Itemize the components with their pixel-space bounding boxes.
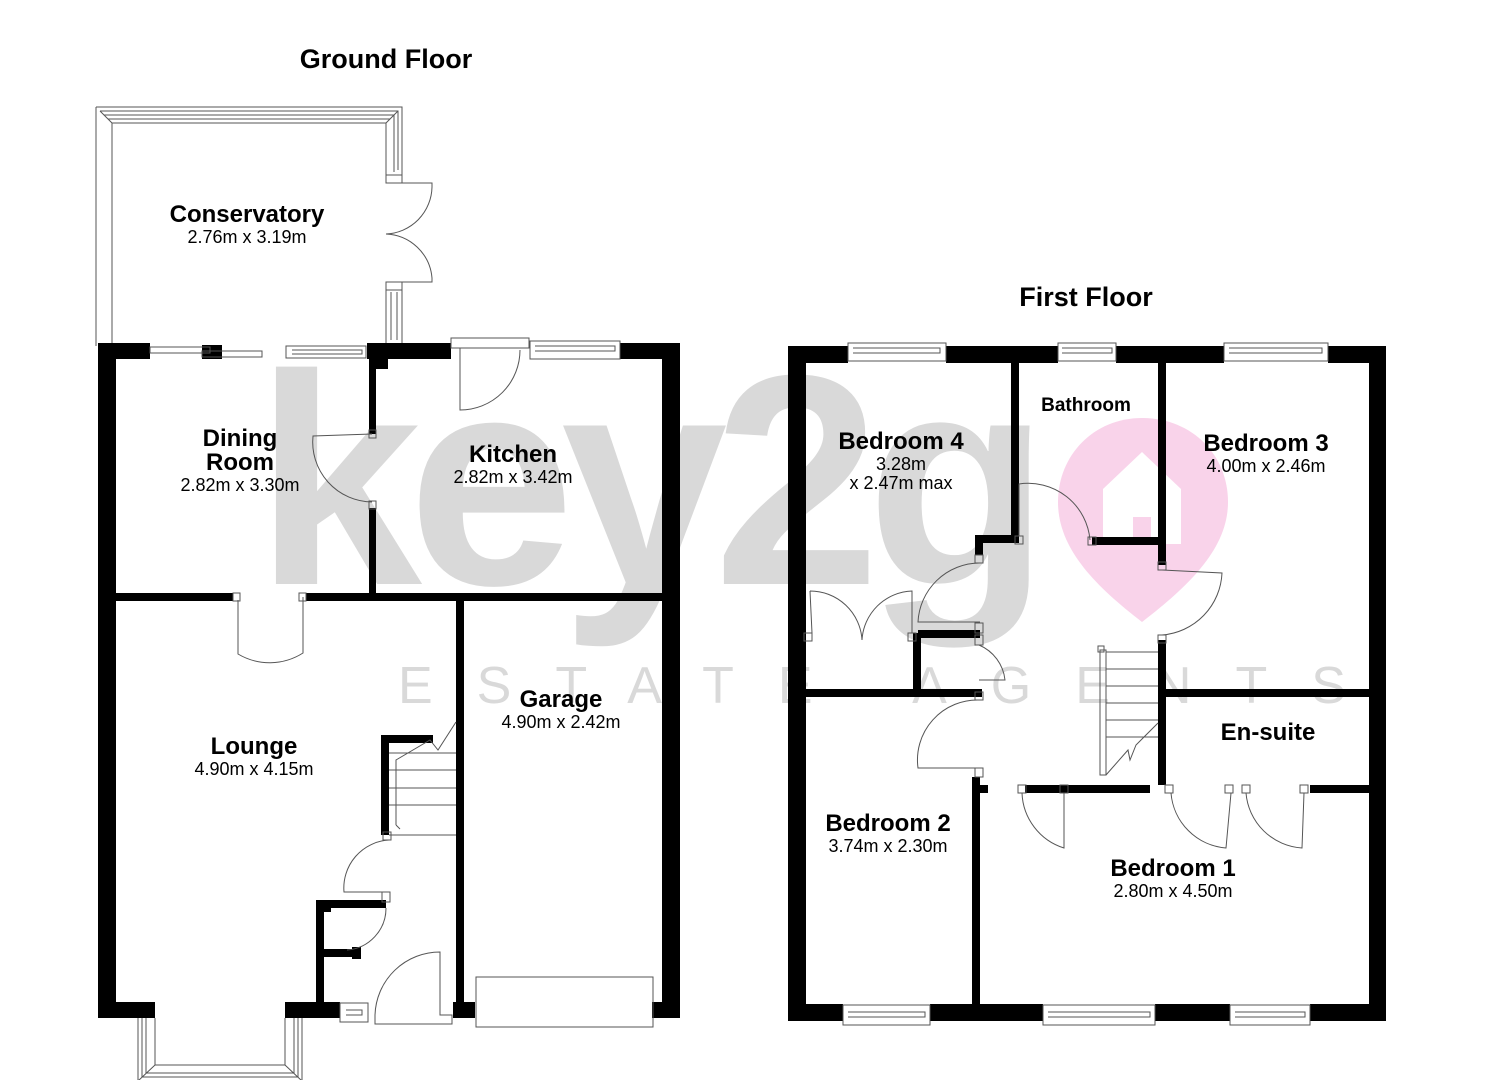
- ground-floor-plan: [95, 106, 680, 1080]
- ground-floor-title: Ground Floor: [299, 44, 473, 74]
- room-name: Bedroom 2: [825, 810, 951, 837]
- room-name: En-suite: [1220, 719, 1316, 746]
- room-name: Bedroom 4: [838, 428, 964, 455]
- room-bedroom-1: Bedroom 1 2.80m x 4.50m: [1110, 855, 1236, 901]
- room-name: Lounge: [210, 733, 298, 760]
- room-dimensions: 2.82m x 3.42m: [453, 467, 573, 487]
- room-name: Garage: [519, 686, 603, 713]
- room-dimensions: x 2.47m max: [849, 473, 953, 493]
- room-garage: Garage 4.90m x 2.42m: [501, 686, 621, 732]
- room-name: Dining: [202, 425, 278, 452]
- room-kitchen: Kitchen 2.82m x 3.42m: [453, 441, 573, 487]
- room-name: Bedroom 1: [1110, 855, 1236, 882]
- room-dining-room: Dining Room 2.82m x 3.30m: [180, 425, 300, 495]
- room-name: Conservatory: [169, 201, 325, 228]
- room-dimensions: 4.90m x 2.42m: [501, 712, 621, 732]
- room-dimensions: 2.82m x 3.30m: [180, 475, 300, 495]
- room-name: Kitchen: [468, 441, 557, 468]
- room-dimensions: 3.28m: [875, 454, 927, 474]
- room-dimensions: 2.80m x 4.50m: [1113, 881, 1233, 901]
- room-dimensions: 2.76m x 3.19m: [187, 227, 307, 247]
- room-bedroom-3: Bedroom 3 4.00m x 2.46m: [1203, 430, 1329, 476]
- room-lounge: Lounge 4.90m x 4.15m: [194, 733, 314, 779]
- room-conservatory: Conservatory 2.76m x 3.19m: [169, 201, 325, 247]
- room-dimensions: 3.74m x 2.30m: [828, 836, 948, 856]
- room-name: Bathroom: [1041, 395, 1131, 416]
- room-name: Bedroom 3: [1203, 430, 1329, 457]
- room-name: Room: [206, 449, 274, 476]
- room-bathroom: Bathroom: [1041, 396, 1131, 415]
- first-floor-plan: [788, 342, 1386, 1026]
- first-floor-title: First Floor: [1019, 282, 1153, 312]
- watermark-tagline: ESTATE AGENTS: [398, 657, 1390, 715]
- watermark-brand: key2g: [255, 312, 1050, 648]
- room-bedroom-4: Bedroom 4 3.28m x 2.47m max: [838, 428, 964, 493]
- room-dimensions: 4.90m x 4.15m: [194, 759, 314, 779]
- room-dimensions: 4.00m x 2.46m: [1206, 456, 1326, 476]
- room-en-suite: En-suite: [1221, 721, 1316, 745]
- room-bedroom-2: Bedroom 2 3.74m x 2.30m: [825, 810, 951, 856]
